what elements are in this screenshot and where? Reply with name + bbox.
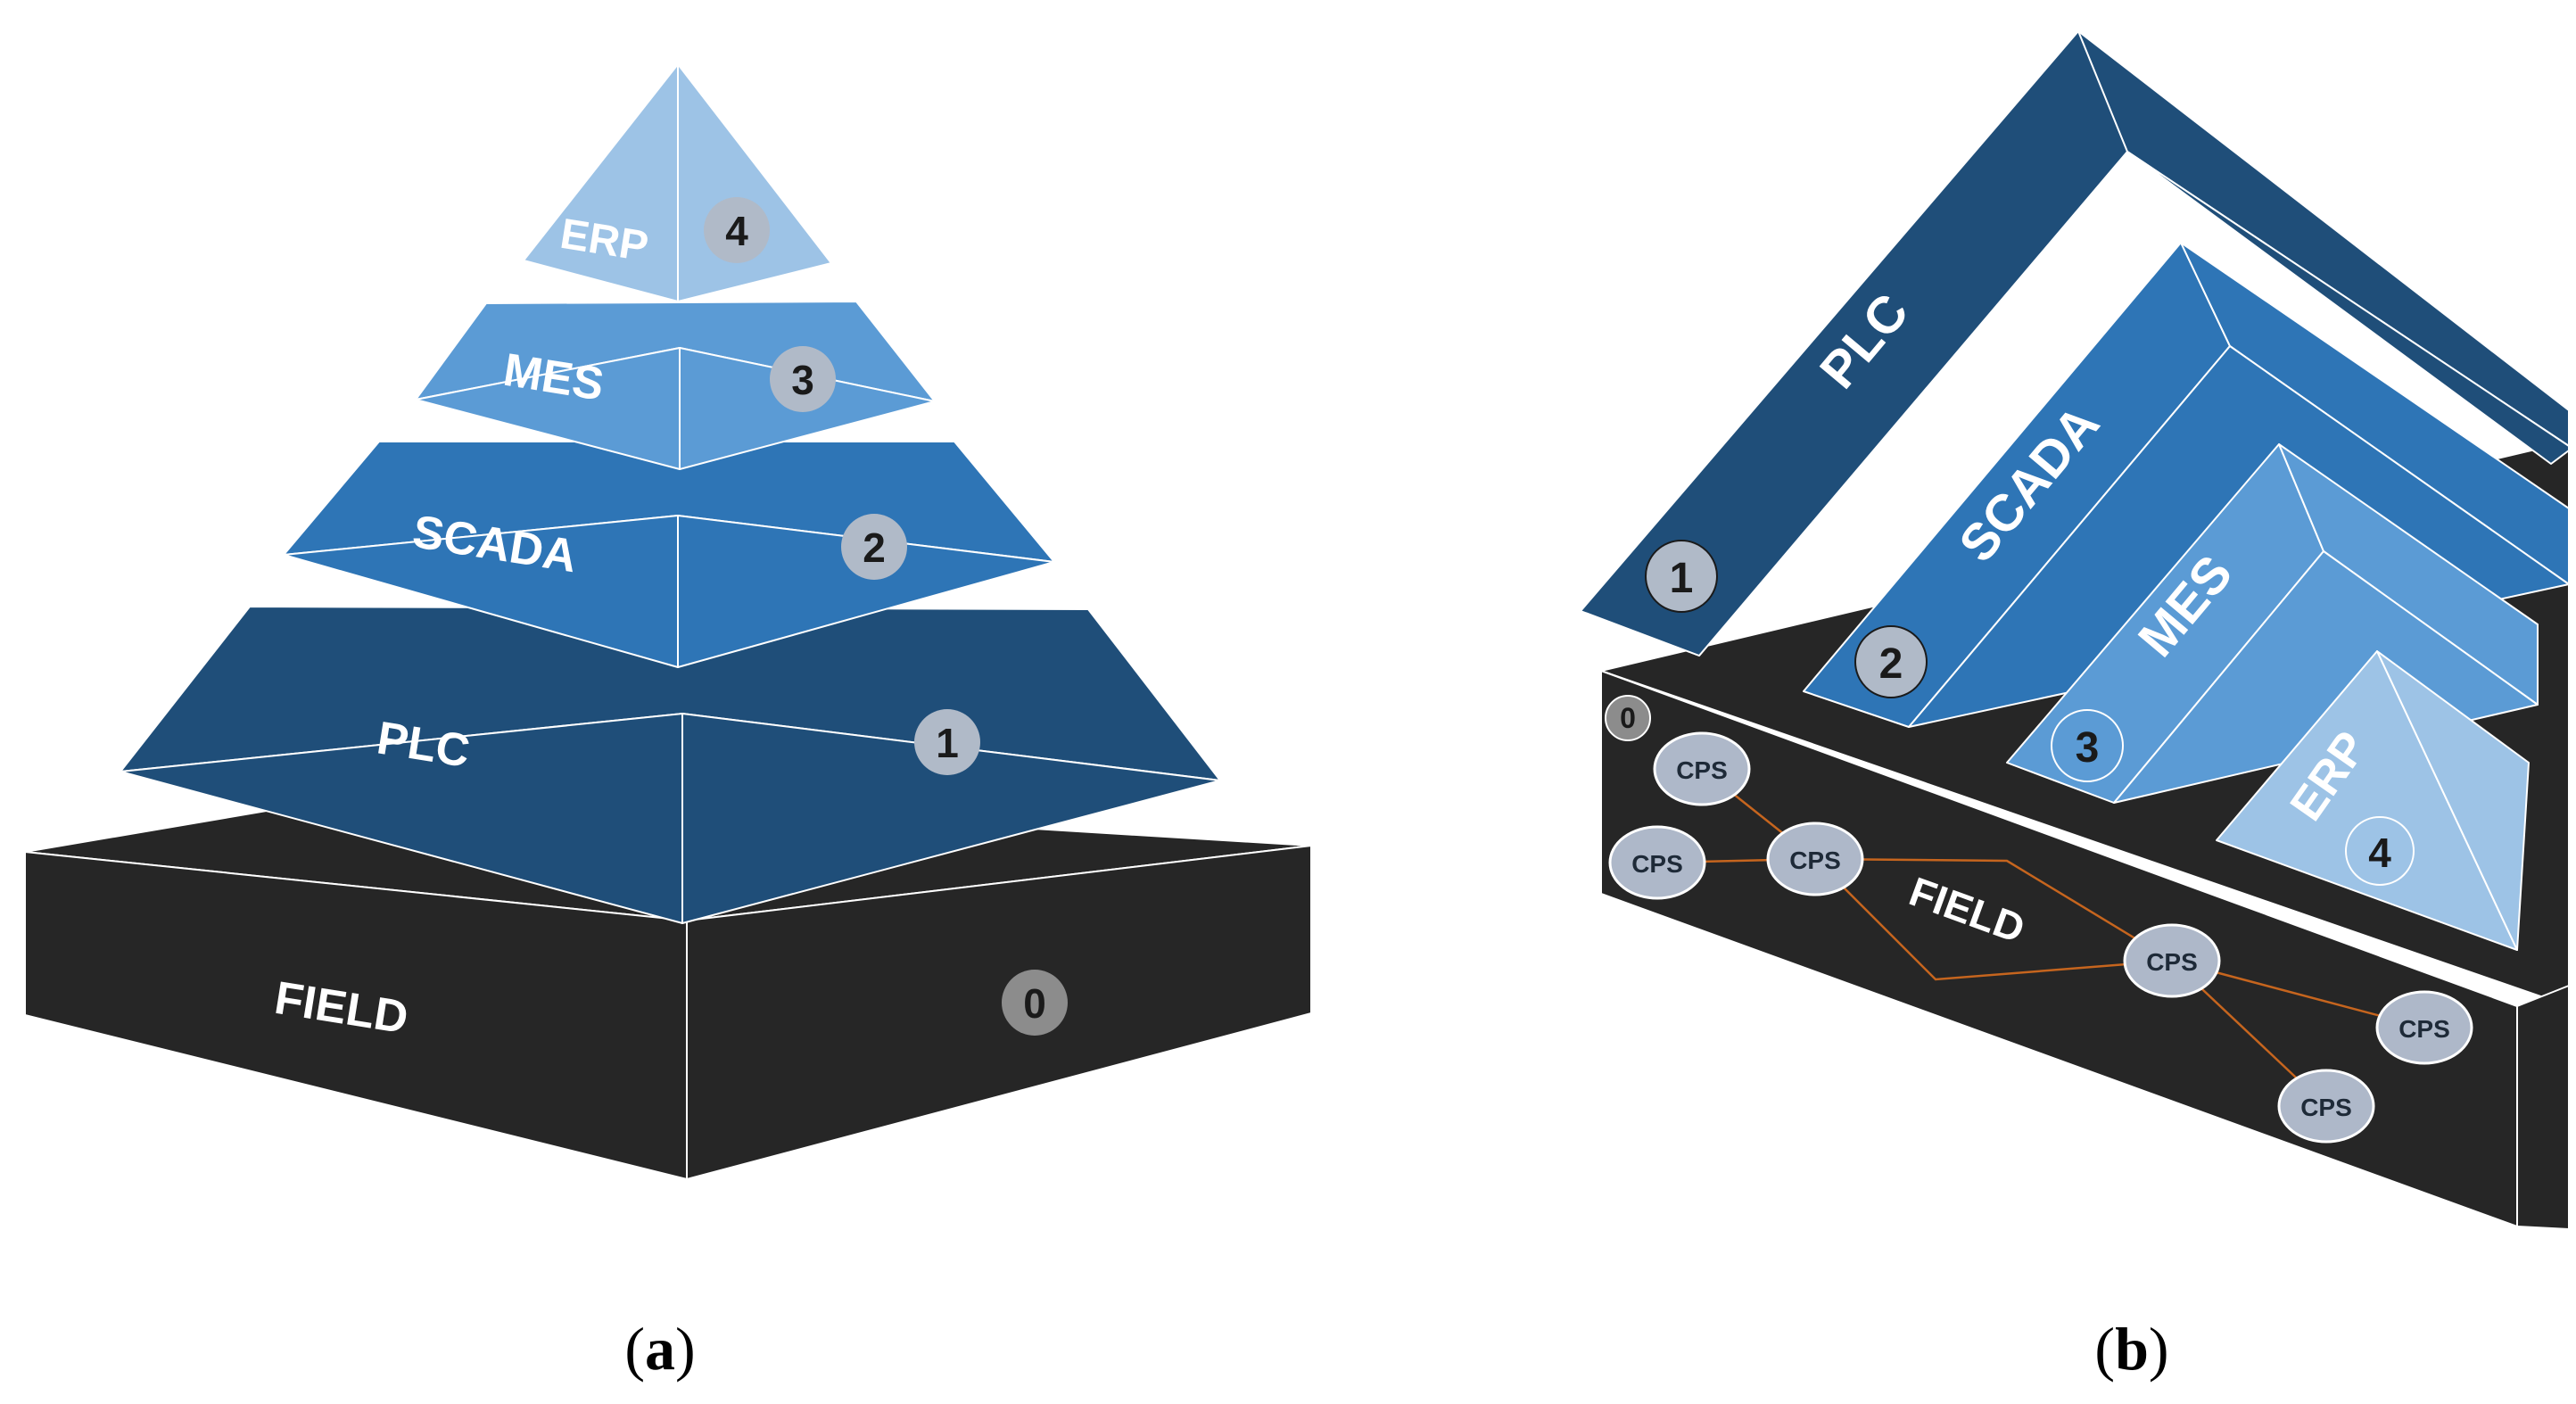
cps-node-label: CPS: [1676, 756, 1728, 784]
plc-b-level: 1: [1670, 555, 1694, 602]
field-b-right: [2516, 985, 2570, 1230]
cps-node-label: CPS: [1789, 847, 1841, 874]
cps-link: [1814, 858, 2173, 981]
cps-node: [2375, 990, 2473, 1065]
cps-node: [1766, 822, 1864, 896]
cps-nodes: CPS CPS CPS CPS CPS CPS: [1608, 731, 2473, 1144]
scada-b-badge: [1854, 625, 1928, 698]
field-b-badge: [1605, 695, 1651, 741]
caption-b: (b): [2094, 1315, 2168, 1383]
erp-a-level: 4: [725, 208, 748, 254]
plc-a-badge: [914, 709, 980, 775]
cps-node-label: CPS: [2146, 948, 2198, 976]
panel-a: FIELD 0 PLC 1 SCADA 2 MES: [24, 63, 1312, 1383]
mes-layer-a: MES 3: [415, 301, 936, 470]
erp-a-badge: [704, 197, 770, 263]
cps-node: [2277, 1069, 2375, 1144]
plc-a-level: 1: [936, 720, 959, 766]
cps-node-label: CPS: [1631, 850, 1683, 878]
cps-node-label: CPS: [2300, 1094, 2352, 1121]
erp-layer-b: ERP 4: [2216, 650, 2530, 951]
erp-a-right: [677, 63, 832, 302]
mes-b-badge: [2051, 709, 2124, 782]
panel-b: PLC 1 SCADA 2 MES 3 ERP 4: [1580, 30, 2570, 1383]
field-b-level: 0: [1620, 702, 1636, 734]
field-a-badge: [1002, 970, 1068, 1036]
erp-layer-a: ERP 4: [523, 63, 832, 302]
cps-node-label: CPS: [2398, 1015, 2450, 1043]
erp-b-badge: [2345, 816, 2415, 886]
plc-layer-b: PLC 1: [1580, 30, 2570, 657]
erp-b-level: 4: [2368, 830, 2391, 876]
plc-layer-a: PLC 1: [120, 606, 1221, 924]
erp-b-right: [2376, 650, 2530, 951]
scada-b-level: 2: [1879, 640, 1903, 688]
mes-a-level: 3: [791, 357, 814, 403]
plc-b-right: [2126, 151, 2570, 465]
scada-layer-a: SCADA 2: [283, 441, 1055, 668]
caption-a: (a): [624, 1315, 695, 1383]
scada-a-badge: [841, 514, 907, 580]
plc-b-badge: [1645, 540, 1718, 613]
cps-node: [2123, 923, 2221, 998]
scada-a-level: 2: [863, 524, 886, 571]
mes-layer-b: MES 3: [2006, 443, 2539, 804]
cps-node: [1608, 825, 1706, 900]
cps-link: [1814, 857, 2173, 962]
mes-a-badge: [770, 346, 836, 412]
field-a-right: [686, 845, 1312, 1180]
cps-node: [1653, 731, 1751, 806]
erp-a-left: [523, 63, 679, 302]
mes-b-level: 3: [2076, 724, 2100, 772]
field-a-level: 0: [1023, 980, 1046, 1027]
